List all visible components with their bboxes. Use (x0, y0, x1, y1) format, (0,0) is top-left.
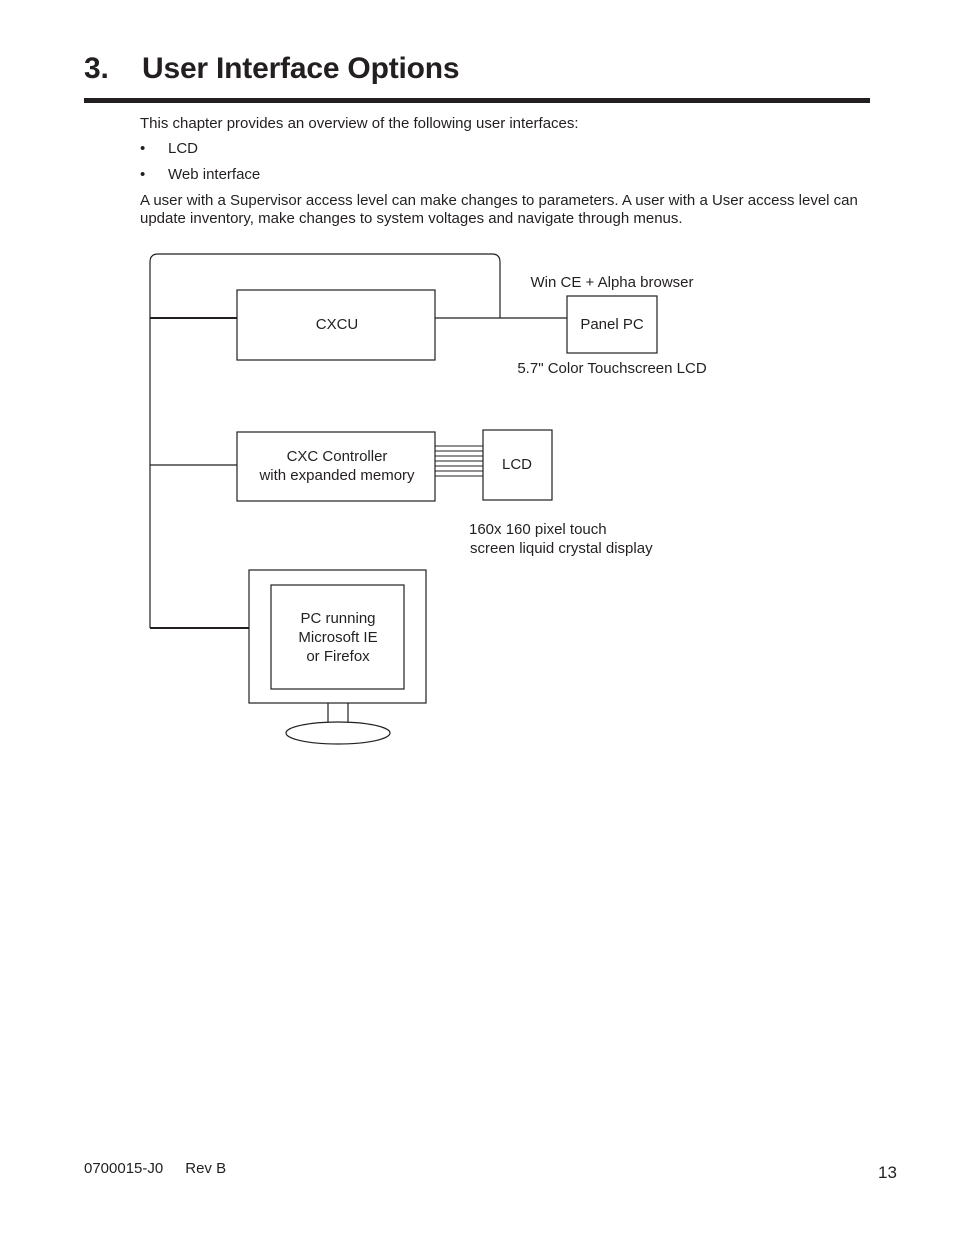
doc-id: 0700015-J0 (84, 1160, 164, 1177)
pc-label-line1: PC running (300, 610, 375, 627)
controller-label-line2: with expanded memory (258, 467, 415, 484)
lcd-description-line2: screen liquid crystal display (470, 540, 653, 557)
list-item: • LCD (140, 140, 260, 166)
page-number: 13 (878, 1163, 897, 1182)
monitor-icon (248, 569, 427, 745)
title-rule (84, 98, 870, 103)
pc-label-line2: Microsoft IE (298, 629, 377, 646)
bullet-icon: • (140, 140, 146, 157)
list-item: • Web interface (140, 166, 260, 192)
intro-text: This chapter provides an overview of the… (140, 115, 579, 132)
panel-pc-box (566, 295, 658, 354)
list-item-text: LCD (168, 140, 199, 157)
footer-doc-info: 0700015-J0 Rev B (84, 1160, 226, 1177)
interface-list: • LCD • Web interface (140, 140, 260, 192)
cxcu-box (236, 289, 436, 361)
bullet-icon: • (140, 166, 146, 183)
list-item-text: Web interface (168, 166, 261, 183)
chapter-title-text: User Interface Options (142, 52, 460, 85)
lcd-box (482, 429, 553, 501)
lcd-label: LCD (502, 456, 532, 473)
chapter-number: 3. (84, 52, 109, 85)
pc-label-line3: or Firefox (306, 648, 370, 665)
lcd-description-line1: 160x 160 pixel touch (469, 521, 607, 538)
ribbon-cable (435, 445, 483, 477)
chapter-title: 3. User Interface Options (84, 52, 460, 86)
touchscreen-label: 5.7" Color Touchscreen LCD (517, 360, 706, 377)
connection-bus (149, 253, 501, 628)
win-ce-label: Win CE + Alpha browser (531, 274, 694, 291)
access-level-paragraph: A user with a Supervisor access level ca… (140, 192, 858, 227)
cxcu-label: CXCU (316, 316, 359, 333)
panel-pc-label: Panel PC (580, 316, 644, 333)
controller-box (236, 431, 436, 502)
revision: Rev B (185, 1160, 227, 1177)
controller-label-line1: CXC Controller (287, 448, 388, 465)
